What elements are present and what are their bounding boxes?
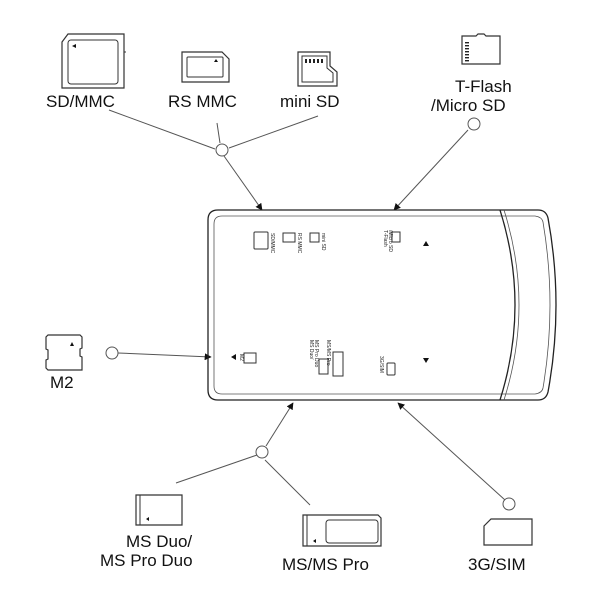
microsd-card-icon bbox=[461, 33, 501, 65]
junction-nodes bbox=[105, 117, 516, 511]
label-sim: 3G/SIM bbox=[468, 555, 526, 574]
label-tflash-line2: /Micro SD bbox=[431, 96, 506, 115]
device-label-sd-mmc: SD/MMC bbox=[269, 233, 275, 254]
junction-bottom bbox=[255, 445, 269, 459]
junction-sim bbox=[502, 497, 516, 511]
device-label-ms-duo-2: MS Pro Duo bbox=[313, 340, 319, 367]
device-label-m2: M2 bbox=[238, 354, 244, 361]
mini-sd-card-icon bbox=[297, 51, 338, 87]
device-label-rs-mmc: RS MMC bbox=[296, 233, 302, 254]
label-rs-mmc: RS MMC bbox=[168, 92, 237, 111]
label-tflash-line1: T-Flash bbox=[455, 77, 512, 96]
connector-lines bbox=[108, 109, 506, 506]
label-sd-mmc: SD/MMC bbox=[46, 92, 115, 111]
device-label-tflash-1: T-Flash bbox=[382, 230, 388, 247]
label-mini-sd: mini SD bbox=[280, 92, 340, 111]
sim-card-icon bbox=[483, 518, 533, 546]
card-reader-device: SD/MMC RS MMC mini SD T-Flash /Micro SD … bbox=[207, 209, 557, 401]
device-label-ms-pro: MS/MS Pro bbox=[325, 340, 331, 366]
device-label-tflash-2: /Micro SD bbox=[387, 230, 393, 252]
ms-duo-card-icon bbox=[135, 494, 183, 526]
ms-pro-card-icon bbox=[302, 514, 382, 547]
label-ms-duo-line2: MS Pro Duo bbox=[100, 551, 193, 570]
rs-mmc-card-icon bbox=[181, 51, 230, 83]
device-label-sim: 3G/SIM bbox=[378, 356, 384, 373]
sd-mmc-card-icon bbox=[61, 33, 126, 89]
junction-tflash bbox=[467, 117, 481, 131]
device-label-ms-duo-1: MS Duo/ bbox=[308, 340, 314, 360]
junction-m2 bbox=[105, 346, 119, 360]
label-m2: M2 bbox=[50, 373, 74, 392]
label-ms-duo-line1: MS Duo/ bbox=[126, 532, 193, 551]
m2-card-icon bbox=[45, 334, 83, 371]
device-label-mini-sd: mini SD bbox=[320, 233, 326, 251]
label-ms-pro: MS/MS Pro bbox=[282, 555, 369, 574]
junction-top bbox=[215, 143, 229, 157]
